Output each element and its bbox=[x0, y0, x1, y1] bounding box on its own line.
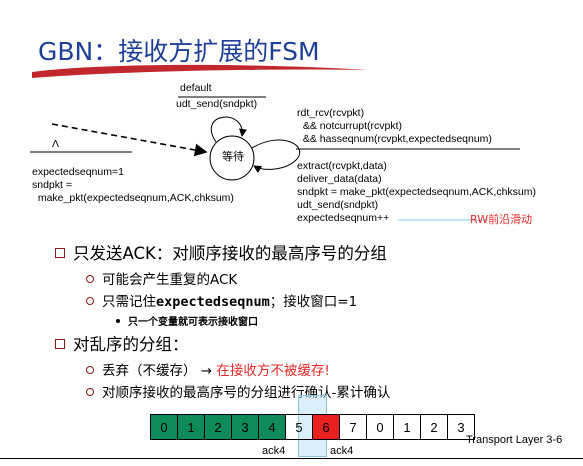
bullet-text: 对乱序的分组： bbox=[73, 335, 189, 354]
rw-highlight-line bbox=[398, 219, 488, 221]
sequence-cell: 0 bbox=[150, 414, 178, 440]
sequence-cell: 1 bbox=[393, 414, 421, 440]
bullet-one-variable: 只一个变量就可表示接收窗口 bbox=[116, 313, 258, 328]
page-title: GBN：接收方扩展的FSM bbox=[38, 37, 320, 66]
rcv-action-line: deliver_data(data) bbox=[297, 173, 382, 185]
rcv-action-line: extract(rcvpkt,data) bbox=[297, 160, 387, 172]
bottom-rule bbox=[0, 458, 583, 459]
sequence-cell: 2 bbox=[420, 414, 448, 440]
fsm-diagram bbox=[30, 96, 520, 181]
ack-label-right: ack4 bbox=[330, 445, 354, 457]
sequence-cell: 1 bbox=[177, 414, 205, 440]
circle-bullet-icon bbox=[86, 297, 94, 305]
bullet-remember-seq: 只需记住expectedseqnum；接收窗口=1 bbox=[86, 290, 357, 310]
state-label: 等待 bbox=[222, 151, 244, 163]
slide-footer: Transport Layer 3-6 bbox=[466, 434, 563, 446]
bullet-duplicate-ack: 可能会产生重复的ACK bbox=[86, 268, 237, 288]
square-bullet-icon bbox=[55, 339, 65, 349]
init-action-line: sndpkt = bbox=[32, 179, 72, 191]
init-actions: expectedseqnum=1 sndpkt = make_pkt(expec… bbox=[32, 166, 234, 205]
dot-bullet-icon bbox=[116, 319, 120, 323]
rcv-action-line: sndpkt = make_pkt(expectedseqnum,ACK,chk… bbox=[297, 186, 536, 198]
sequence-cell: 6 bbox=[312, 414, 340, 440]
bullet-discard: 丢弃（不缓存） → 在接收方不被缓存! bbox=[86, 359, 330, 379]
code-text: expectedseqnum bbox=[156, 294, 270, 310]
self-loop-arrow bbox=[210, 116, 247, 143]
rcv-event-line: rdt_rcv(rcvpkt) bbox=[297, 107, 365, 119]
bullet-ack-only: 只发送ACK：对顺序接收的最高序号的分组 bbox=[55, 240, 387, 264]
bullet-text: ；接收窗口=1 bbox=[269, 294, 358, 310]
square-bullet-icon bbox=[55, 248, 65, 258]
sequence-cell: 7 bbox=[339, 414, 367, 440]
rcv-action-line: udt_send(sndpkt) bbox=[297, 199, 379, 211]
sequence-cell: 5 bbox=[285, 414, 313, 440]
ack-label-left: ack4 bbox=[262, 445, 286, 457]
sequence-cell: 2 bbox=[204, 414, 232, 440]
rcv-action-line: expectedseqnum++ bbox=[297, 212, 390, 224]
bullet-cumulative-ack: 对顺序接收的最高序号的分组进行确认-累计确认 bbox=[86, 381, 390, 401]
bullet-text: 对顺序接收的最高序号的分组进行确认-累计确认 bbox=[102, 385, 391, 401]
bullet-red-text: 在接收方不被缓存! bbox=[216, 363, 330, 379]
sequence-cell: 4 bbox=[258, 414, 286, 440]
self-loop-action: udt_send(sndpkt) bbox=[176, 98, 258, 110]
init-action-line: make_pkt(expectedseqnum,ACK,chksum) bbox=[32, 192, 234, 204]
bullet-text: 丢弃（不缓存） → bbox=[102, 363, 213, 379]
bullet-out-of-order: 对乱序的分组： bbox=[55, 331, 189, 355]
title-underline bbox=[32, 64, 368, 78]
self-loop-event: default bbox=[180, 82, 212, 94]
bullet-text: 只需记住 bbox=[102, 294, 156, 310]
circle-bullet-icon bbox=[86, 275, 94, 283]
sequence-cell: 0 bbox=[366, 414, 394, 440]
sequence-cell: 3 bbox=[231, 414, 259, 440]
rw-label: RW前沿滑动 bbox=[470, 213, 533, 226]
bullet-text: 只发送ACK：对顺序接收的最高序号的分组 bbox=[73, 244, 387, 263]
rcv-loop-arrow bbox=[251, 139, 301, 174]
init-action-line: expectedseqnum=1 bbox=[32, 166, 124, 178]
init-event: Λ bbox=[52, 138, 60, 150]
rcv-actions: extract(rcvpkt,data) deliver_data(data) … bbox=[297, 160, 536, 225]
sequence-cell: 3 bbox=[447, 414, 475, 440]
rcv-event-line: && hasseqnum(rcvpkt,expectedseqnum) bbox=[297, 133, 492, 145]
bullet-text: 只一个变量就可表示接收窗口 bbox=[128, 317, 258, 328]
bullet-text: 可能会产生重复的ACK bbox=[102, 272, 238, 288]
init-arrow bbox=[51, 123, 208, 157]
circle-bullet-icon bbox=[86, 366, 94, 374]
rcv-event-line: && notcurrupt(rcvpkt) bbox=[297, 120, 403, 132]
circle-bullet-icon bbox=[86, 388, 94, 396]
rcv-event: rdt_rcv(rcvpkt) && notcurrupt(rcvpkt) &&… bbox=[297, 107, 492, 146]
wait-state bbox=[209, 135, 255, 181]
